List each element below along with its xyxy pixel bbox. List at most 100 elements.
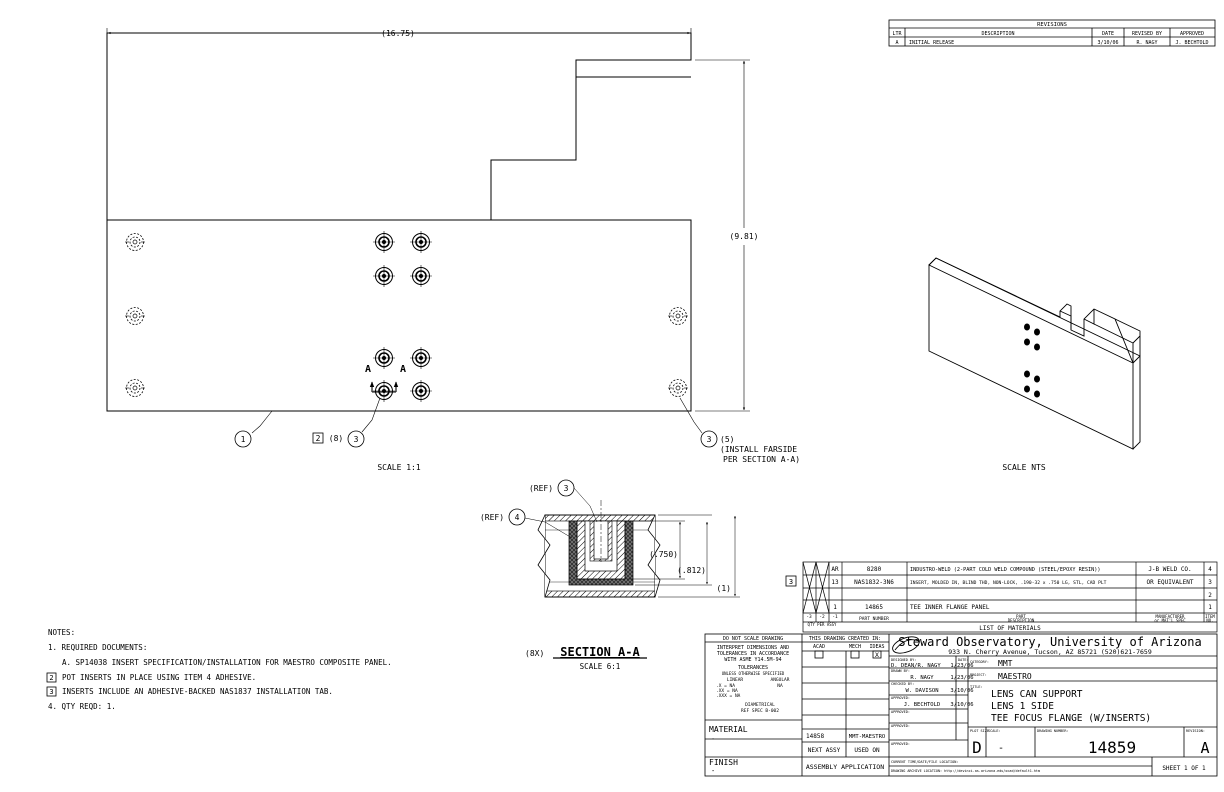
note-2-flag [46,672,57,683]
bom-header-qty-1: -1 [832,614,838,620]
title-block [704,633,1218,777]
width-dimension: (16.75) [381,29,415,38]
material-value: - [711,735,715,743]
note-2: POT INSERTS IN PLACE USING ITEM 4 ADHESI… [62,673,256,682]
balloon-note-2: 2 [316,434,321,443]
tolerance-xx: .XX = NA [716,688,738,694]
panel-outline [106,32,692,412]
insert-icon [409,346,433,370]
rev-row-revised-by: R. NAGY [1136,40,1157,46]
approved-label: APPROVED: [891,696,910,700]
bom-row-4-item: 1 [1208,604,1212,611]
rev-header-date: DATE [1102,31,1114,37]
rev-row-date: 3/10/06 [1097,40,1118,46]
project: MAESTRO [998,672,1032,681]
height-dimension: (9.81) [730,232,759,241]
balloon-farside-3: 3 [707,435,712,444]
drawn-by: R. NAGY [910,675,934,681]
insert-icon [409,379,433,403]
finish-value: - [711,767,715,775]
isometric-view [928,257,1141,450]
note-4: 4. QTY REQD: 1. [48,702,116,711]
bom-header-part: PART NUMBER [859,616,889,622]
checked-date: 3/10/06 [950,688,973,694]
insert-icon [372,346,396,370]
revisions-table [888,19,1216,47]
farside-insert-icon [124,233,146,251]
bom-note-flag-3 [785,575,797,587]
finish-label: FINISH [709,758,738,767]
revisions-title: REVISIONS [1037,22,1067,28]
tolerance-angular-value: NA [777,683,783,689]
drawing-title-3: TEE FOCUS FLANGE (W/INSERTS) [991,713,1151,724]
used-on-label: USED ON [854,747,880,754]
farside-note-line-2: PER SECTION A-A) [723,455,800,464]
drawn-by-label: DRAWN BY: [891,669,910,673]
rev-header-ltr: LTR [892,31,902,37]
scale-value: - [998,743,1004,754]
section-ref-3-label: (REF) [529,484,553,493]
bom-row-2-mfr: OR EQUIVALENT [1147,579,1194,586]
created-in-acad: ACAD [813,644,825,650]
do-not-scale: DO NOT SCALE DRAWING [723,636,783,642]
archive-location: DRAWING ARCHIVE LOCATION: http://devinci… [891,769,1040,773]
notes-block: NOTES: 1. REQUIRED DOCUMENTS: A. SP14038… [46,628,392,711]
drawing-title-1: LENS CAN SUPPORT [991,689,1083,700]
material-label: MATERIAL [709,725,748,734]
bom-header-qty-3: -3 [806,614,812,620]
insert-icon [372,264,396,288]
note-1: 1. REQUIRED DOCUMENTS: [48,643,147,652]
section-dim-750: (.750) [649,550,678,559]
created-in-mech: MECH [849,644,861,650]
bom-row-3-item: 2 [1208,592,1212,599]
rev-row-description: INITIAL RELEASE [909,40,954,46]
designed-by: D. DEAN/R. NAGY [891,663,941,669]
interpret-line-2: TOLERANCES IN ACCORDANCE [717,651,789,657]
tolerances-diametrical: DIAMETRICAL [745,702,775,708]
section-line-a-a [369,381,399,393]
next-assy-label: NEXT ASSY [808,747,841,754]
note-3-flag [46,686,57,697]
bom-row-1-qty: AR [831,566,839,573]
category: MMT [998,659,1013,668]
farside-quantity: (5) [720,435,734,444]
interpret-line-1: INTERPRET DIMENSIONS AND [717,645,789,651]
insert-icon [409,230,433,254]
note-3-flag-text: 3 [49,688,53,696]
company-address: 933 N. Cherry Avenue, Tucson, AZ 85721 (… [948,648,1152,656]
balloon-part-1: 1 [241,435,246,444]
section-title: SECTION A-A [560,645,640,659]
rev-row-ltr: A [895,40,898,46]
isometric-view-scale: SCALE NTS [1002,463,1046,472]
date-label: DATE: [958,658,969,662]
bom-row-2-part: NAS1832-3N6 [854,579,894,586]
tolerances-title: TOLERANCES [738,665,768,671]
bom-header-qty-label: QTY PER ASSY [808,622,837,627]
bom-flag-3-text: 3 [789,578,793,586]
section-view [508,479,740,598]
plan-view-scale: SCALE 1:1 [377,463,421,472]
rev-row-approved: J. BECHTOLD [1175,40,1208,46]
isometric-inserts [1024,323,1040,398]
notes-title: NOTES: [48,628,75,637]
bom-header-item-2: NO. [1206,618,1213,623]
drawing-number: 14859 [1088,738,1136,757]
approved-label-3: APPROVED: [891,724,910,728]
bom-header-desc-2: DESCRIPTION [1008,618,1035,623]
section-dim-1: (1) [717,584,731,593]
created-in-ideas-check: X [875,651,879,659]
insert-quantity: (8) [329,434,343,443]
approved-label-2: APPROVED: [891,710,910,714]
title-label: TITLE: [970,685,983,689]
bom-row-2-qty: 13 [831,579,839,586]
tolerances-ref-spec: REF SPEC B-002 [741,708,779,714]
company-name: Steward Observatory, University of Arizo… [898,635,1201,649]
drawn-date: 1/23/06 [950,675,973,681]
section-mark-left: A [365,364,371,375]
note-flag-2 [312,432,324,444]
section-balloon-4: 4 [515,513,520,522]
bom-row-2-desc: INSERT, MOLDED IN, BLIND THD, NON-LOCK, … [910,580,1107,586]
plot-size: D [972,738,982,757]
plot-size-label: PLOT SIZE [970,729,989,733]
